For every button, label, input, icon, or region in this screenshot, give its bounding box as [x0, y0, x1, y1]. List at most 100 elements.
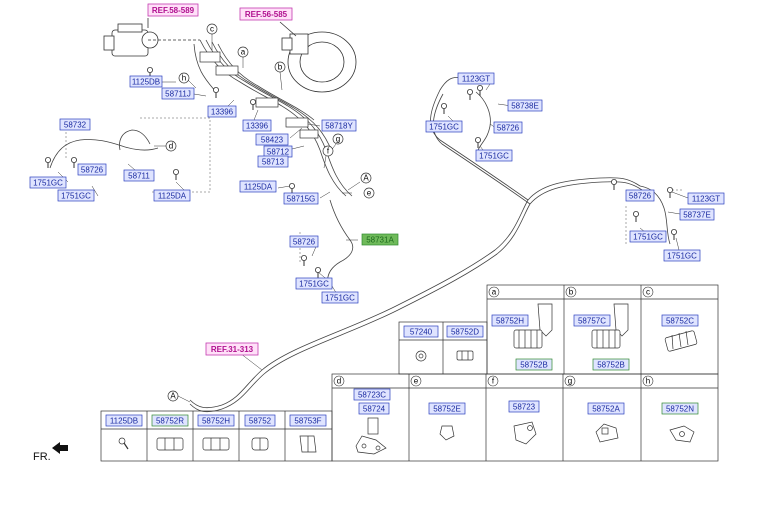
part-label-1751gc-rr2[interactable]: 1751GC	[663, 249, 701, 262]
part-label-1123gt-rr[interactable]: 1123GT	[687, 192, 725, 205]
callout-e: e	[342, 187, 375, 199]
part-label-58423[interactable]: 58423	[255, 133, 289, 146]
part-label-13396-a[interactable]: 13396	[207, 105, 237, 118]
header-g: g	[564, 375, 576, 387]
header-e-text: e	[414, 377, 419, 386]
part-label-58737e[interactable]: 58737E	[679, 208, 715, 221]
callout-d-label: d	[169, 142, 173, 151]
cell-1125db[interactable]: 1125DB	[105, 414, 143, 427]
header-c: c	[642, 286, 654, 298]
part-label-1751gc-fr1[interactable]: 1751GC	[295, 277, 333, 290]
ref-31-313[interactable]: REF.31-313	[205, 342, 259, 356]
part-label-58732[interactable]: 58732	[59, 118, 91, 131]
cell-f-58723[interactable]: 58723	[508, 400, 540, 413]
cell-b-58752b[interactable]: 58752B	[592, 358, 630, 371]
cell-1125db-text: 1125DB	[110, 417, 138, 426]
part-label-58715g[interactable]: 58715G	[283, 192, 319, 205]
cell-c-58752c[interactable]: 58752C	[661, 314, 699, 327]
part-label-13396-b-text: 13396	[246, 122, 269, 131]
part-label-1751gc-fr2[interactable]: 1751GC	[321, 291, 359, 304]
cell-b-58752b-text: 58752B	[597, 361, 625, 370]
cell-a-58752h-text: 58752H	[496, 317, 524, 326]
multi-clip-b-icon	[591, 303, 629, 349]
part-label-1125da-a-text: 1125DA	[158, 192, 187, 201]
cell-e-58752e[interactable]: 58752E	[428, 402, 466, 415]
ref-56-585-text: REF.56-585	[245, 10, 288, 19]
part-label-58726-rr[interactable]: 58726	[625, 189, 655, 202]
header-b: b	[565, 286, 577, 298]
cell-d-58723c-text: 58723C	[358, 391, 386, 400]
part-label-58718y-text: 58718Y	[325, 122, 353, 131]
part-label-58711[interactable]: 58711	[123, 169, 155, 182]
cell-c-58752c-text: 58752C	[666, 317, 694, 326]
part-label-58726-fl[interactable]: 58726	[77, 163, 107, 176]
part-label-1125db[interactable]: 1125DB	[129, 75, 163, 88]
clip-58752h-icon	[202, 437, 230, 451]
part-label-58718y[interactable]: 58718Y	[321, 119, 357, 132]
part-label-13396-a-text: 13396	[211, 108, 234, 117]
grommet-icon	[415, 350, 427, 362]
part-label-1751gc-rl2[interactable]: 1751GC	[475, 149, 513, 162]
part-label-58726-fr-text: 58726	[293, 238, 316, 247]
part-label-13396-b[interactable]: 13396	[242, 119, 272, 132]
cell-58753f[interactable]: 58753F	[289, 414, 327, 427]
clip-58753f-icon	[299, 435, 317, 453]
cell-b-58757c[interactable]: 58757C	[573, 314, 611, 327]
callout-c-label: c	[210, 25, 214, 34]
ref-56-585[interactable]: REF.56-585	[239, 7, 293, 21]
clip-58752r-icon	[156, 437, 184, 451]
part-label-58712[interactable]: 58712	[263, 145, 293, 158]
part-label-58738e-text: 58738E	[511, 102, 539, 111]
part-label-58731a[interactable]: 58731A	[361, 233, 399, 246]
callout-e-label: e	[367, 189, 372, 198]
cell-d-58723c[interactable]: 58723C	[353, 388, 391, 401]
cell-58752r-text: 58752R	[156, 417, 184, 426]
cell-h-58752n[interactable]: 58752N	[661, 402, 699, 415]
part-label-58738e[interactable]: 58738E	[507, 99, 543, 112]
cell-58753f-text: 58753F	[294, 417, 321, 426]
cell-58752h[interactable]: 58752H	[197, 414, 235, 427]
part-label-1125da-b[interactable]: 1125DA	[239, 180, 277, 193]
main-part-labels: 1125DB 58711J 13396 13396 58423 58718Y 5…	[29, 72, 725, 304]
cell-58752[interactable]: 58752	[244, 414, 276, 427]
cell-e-58752e-text: 58752E	[433, 405, 461, 414]
cell-57240[interactable]: 57240	[403, 325, 439, 338]
part-label-58713-text: 58713	[262, 158, 285, 167]
header-h-text: h	[646, 377, 650, 386]
part-label-58713[interactable]: 58713	[257, 155, 289, 168]
cell-a-58752b[interactable]: 58752B	[515, 358, 553, 371]
part-label-1751gc-rl1[interactable]: 1751GC	[425, 120, 463, 133]
cell-58752r[interactable]: 58752R	[151, 414, 189, 427]
cell-58752d[interactable]: 58752D	[446, 325, 484, 338]
part-label-58726-rl[interactable]: 58726	[493, 121, 523, 134]
part-label-58726-fr[interactable]: 58726	[289, 235, 319, 248]
part-label-1751gc-fl1[interactable]: 1751GC	[29, 176, 67, 189]
bolt-1125db-icon	[118, 437, 129, 450]
part-label-1751gc-rr1[interactable]: 1751GC	[629, 230, 667, 243]
cell-g-58752a[interactable]: 58752A	[587, 402, 625, 415]
ref-58-589[interactable]: REF.58-589	[147, 3, 199, 17]
part-label-58726-rl-text: 58726	[497, 124, 520, 133]
header-a-text: a	[492, 288, 497, 297]
part-label-1123gt-rl[interactable]: 1123GT	[457, 72, 495, 85]
cell-a-58752h[interactable]: 58752H	[491, 314, 529, 327]
header-a: a	[488, 286, 500, 298]
part-label-58711j[interactable]: 58711J	[161, 87, 195, 100]
ref-31-313-text: REF.31-313	[211, 345, 254, 354]
part-label-1125da-a[interactable]: 1125DA	[153, 189, 191, 202]
header-b-text: b	[569, 288, 574, 297]
cell-f-58723-text: 58723	[513, 403, 536, 412]
cell-58752h-text: 58752H	[202, 417, 230, 426]
front-clips	[199, 51, 319, 139]
part-label-58711-text: 58711	[128, 172, 150, 181]
cell-d-58724[interactable]: 58724	[358, 402, 390, 415]
brake-booster-drawing	[279, 21, 357, 93]
part-label-1751gc-rl1-text: 1751GC	[429, 123, 459, 132]
table-headers: a b c d e f g h	[333, 286, 654, 387]
part-label-1751gc-rl2-text: 1751GC	[479, 152, 509, 161]
part-label-58423-text: 58423	[261, 136, 284, 145]
callout-b: b	[274, 61, 286, 91]
cell-d-58724-text: 58724	[363, 405, 386, 414]
part-label-1751gc-fl2[interactable]: 1751GC	[57, 189, 95, 202]
